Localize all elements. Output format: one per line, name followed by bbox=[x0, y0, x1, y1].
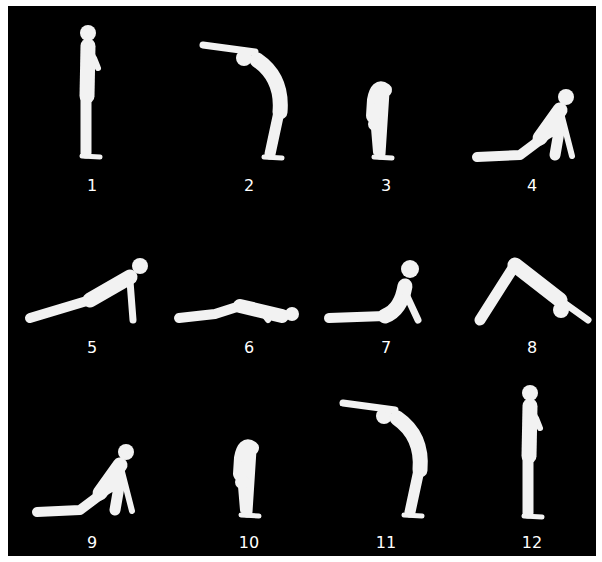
pose-figure bbox=[179, 306, 299, 321]
pose-figure bbox=[80, 25, 100, 157]
callout-number: 11 bbox=[376, 534, 396, 552]
callout-number: 6 bbox=[244, 339, 254, 357]
pose-figure bbox=[30, 258, 148, 320]
background-panel bbox=[8, 6, 596, 556]
callout-number: 8 bbox=[527, 339, 537, 357]
callout-number: 2 bbox=[244, 177, 254, 195]
callout-number: 3 bbox=[381, 177, 391, 195]
callout-number: 1 bbox=[87, 177, 97, 195]
callout-number: 10 bbox=[239, 534, 259, 552]
callout-number: 12 bbox=[522, 534, 542, 552]
pose-figure bbox=[203, 45, 282, 158]
pose-figure bbox=[37, 444, 134, 512]
callout-number: 5 bbox=[87, 339, 97, 357]
callout-number: 4 bbox=[527, 177, 537, 195]
pose-figure bbox=[368, 88, 392, 158]
pose-figure bbox=[329, 260, 419, 320]
pose-figure bbox=[522, 385, 542, 517]
pose-figure bbox=[235, 446, 259, 516]
callout-number: 7 bbox=[381, 339, 391, 357]
pose-figure bbox=[477, 89, 574, 157]
callout-number: 9 bbox=[87, 534, 97, 552]
pose-figure bbox=[480, 265, 588, 320]
pose-figure bbox=[343, 403, 422, 516]
